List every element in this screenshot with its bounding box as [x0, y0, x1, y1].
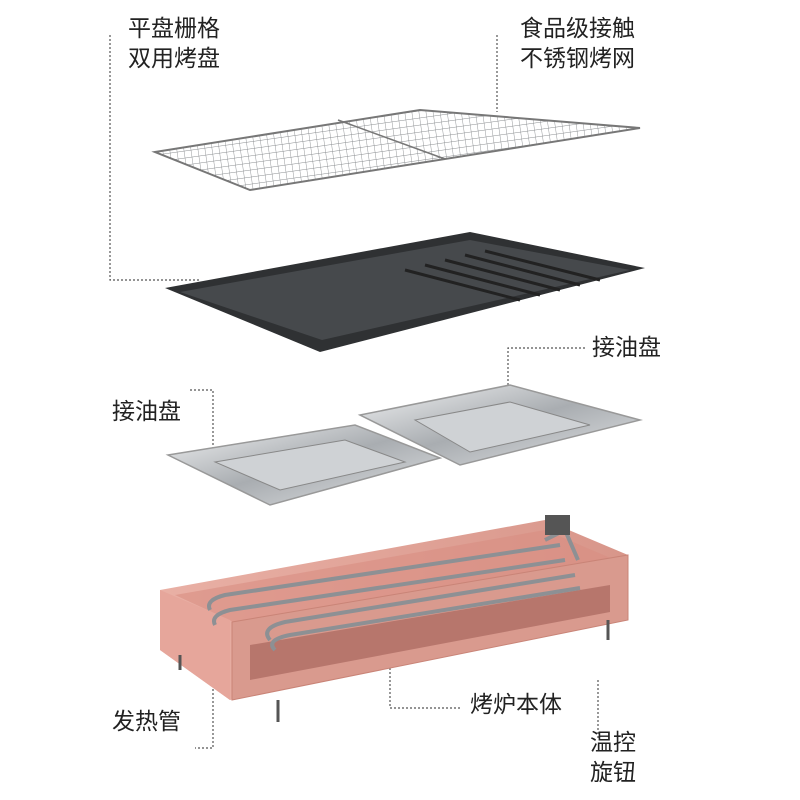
label-heating-tube: 发热管: [112, 709, 181, 735]
label-rack-line1: 食品级接触: [520, 16, 635, 42]
grill-body: [160, 515, 629, 722]
knob: [545, 515, 570, 535]
label-knob-line1: 温控: [590, 730, 636, 756]
label-tray: 平盘栅格 双用烤盘: [128, 14, 220, 74]
label-rack: 食品级接触 不锈钢烤网: [520, 14, 635, 74]
label-tray-line1: 平盘栅格: [128, 16, 220, 42]
dual-use-tray: [165, 232, 645, 352]
label-tray-line2: 双用烤盘: [128, 46, 220, 72]
label-knob-line2: 旋钮: [590, 760, 636, 786]
label-body: 烤炉本体: [470, 692, 562, 718]
label-drip-pan-left: 接油盘: [112, 399, 181, 425]
label-rack-line2: 不锈钢烤网: [520, 46, 635, 72]
label-drip-pan-right: 接油盘: [592, 335, 661, 361]
label-knob: 温控 旋钮: [590, 728, 636, 788]
heating-tube: [207, 527, 581, 652]
grill-rack: [151, 108, 641, 192]
drip-pan-right: [357, 384, 643, 466]
drip-pan-left: [165, 424, 443, 506]
